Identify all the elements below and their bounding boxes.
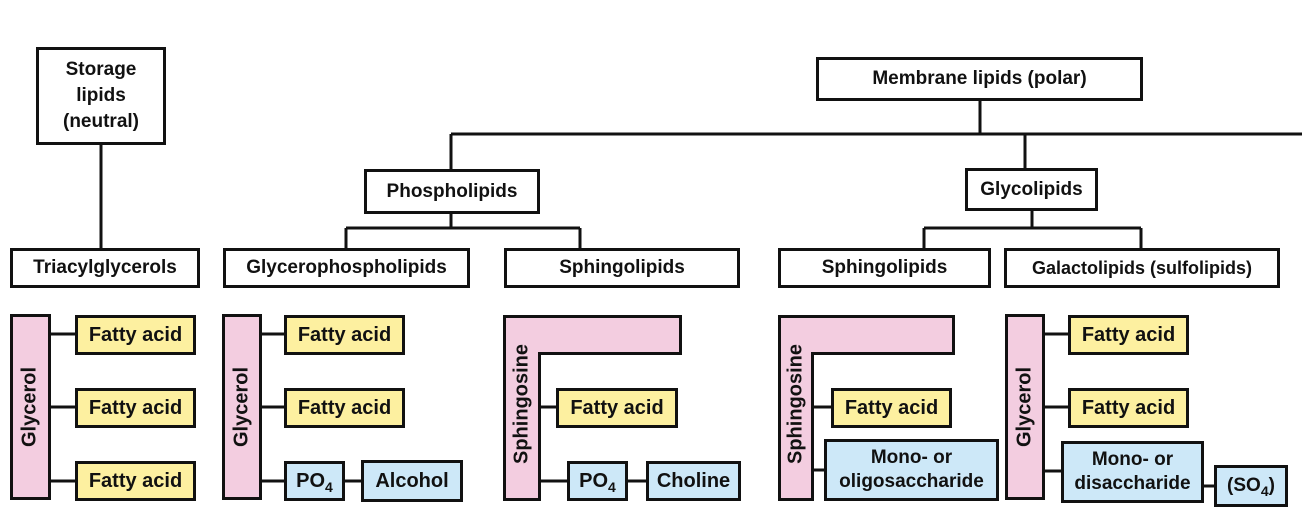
phosphate-label: PO4: [579, 469, 616, 495]
oligosaccharide-box: Mono- or oligosaccharide: [824, 439, 999, 501]
fatty-acid-label: Fatty acid: [570, 396, 664, 419]
glycerophospholipids-label: Glycerophospholipids: [246, 257, 447, 278]
glycerophospholipids-box: Glycerophospholipids: [223, 248, 470, 288]
alcohol-label: Alcohol: [375, 469, 449, 492]
glycerol-backbone: [222, 314, 262, 500]
choline-box: Choline: [646, 461, 741, 501]
fatty-acid-label: Fatty acid: [88, 469, 183, 492]
phosphate-box: PO4: [567, 461, 628, 501]
oligosaccharide-line-1: Mono- or: [870, 447, 953, 468]
glycolipids-box: Glycolipids: [965, 168, 1098, 211]
sphingosine-inner-edge: [538, 352, 682, 355]
fatty-acid-box: Fatty acid: [556, 388, 678, 428]
fatty-acid-label: Fatty acid: [297, 396, 392, 419]
fatty-acid-label: Fatty acid: [1081, 323, 1176, 346]
fatty-acid-box: Fatty acid: [75, 461, 196, 501]
disaccharide-line-2: disaccharide: [1074, 473, 1191, 494]
galactolipids-label: Galactolipids (sulfolipids): [1031, 257, 1253, 278]
fatty-acid-label: Fatty acid: [88, 396, 183, 419]
phosphate-label: PO4: [296, 469, 333, 495]
fatty-acid-label: Fatty acid: [297, 323, 392, 346]
galactolipids-box: Galactolipids (sulfolipids): [1004, 248, 1280, 288]
phospholipids-box: Phospholipids: [364, 169, 540, 214]
choline-label: Choline: [656, 469, 731, 492]
storage-line-1: Storage: [65, 59, 137, 80]
sphingosine-label: Sphingosine: [784, 344, 807, 464]
disaccharide-line-1: Mono- or: [1091, 449, 1174, 470]
phospholipids-label: Phospholipids: [386, 180, 518, 202]
oligosaccharide-line-2: oligosaccharide: [839, 471, 984, 492]
sulfate-label: (SO4): [1227, 475, 1275, 499]
fatty-acid-label: Fatty acid: [844, 396, 939, 419]
glycerol-label: Glycerol: [1013, 366, 1036, 448]
triacylglycerols-label: Triacylglycerols: [33, 257, 177, 278]
sphingolipids-phospho-box: Sphingolipids: [504, 248, 740, 288]
sulfate-box: (SO4): [1214, 465, 1288, 507]
sphingosine-inner-edge: [811, 352, 955, 355]
fatty-acid-label: Fatty acid: [1081, 396, 1176, 419]
membrane-lipids-box: Membrane lipids (polar): [816, 57, 1143, 101]
fatty-acid-box: Fatty acid: [75, 388, 196, 428]
membrane-lipids-label: Membrane lipids (polar): [872, 68, 1087, 89]
sphingosine-fill: [506, 318, 538, 498]
fatty-acid-box: Fatty acid: [1068, 315, 1189, 355]
fatty-acid-box: Fatty acid: [75, 315, 196, 355]
fatty-acid-box: Fatty acid: [831, 388, 952, 428]
alcohol-box: Alcohol: [361, 460, 463, 502]
glycolipids-label: Glycolipids: [980, 178, 1083, 200]
glycerol-backbone: [1005, 314, 1045, 500]
fatty-acid-box: Fatty acid: [1068, 388, 1189, 428]
sphingolipids-phospho-label: Sphingolipids: [559, 257, 685, 278]
storage-line-2: lipids: [76, 85, 126, 106]
fatty-acid-box: Fatty acid: [284, 315, 405, 355]
sphingosine-label: Sphingosine: [510, 344, 533, 464]
disaccharide-box: Mono- or disaccharide: [1061, 441, 1204, 503]
triacylglycerols-box: Triacylglycerols: [10, 248, 200, 288]
glycerol-backbone: [10, 314, 51, 500]
glycerol-label: Glycerol: [230, 366, 253, 448]
fatty-acid-box: Fatty acid: [284, 388, 405, 428]
glycerol-label: Glycerol: [18, 366, 41, 448]
storage-line-3: (neutral): [63, 111, 139, 132]
sphingolipids-glyco-box: Sphingolipids: [778, 248, 991, 288]
sphingosine-fill: [781, 318, 811, 498]
fatty-acid-label: Fatty acid: [88, 323, 183, 346]
phosphate-box: PO4: [284, 461, 345, 501]
sphingolipids-glyco-label: Sphingolipids: [821, 257, 948, 278]
storage-lipids-box: Storage lipids (neutral): [36, 47, 166, 145]
